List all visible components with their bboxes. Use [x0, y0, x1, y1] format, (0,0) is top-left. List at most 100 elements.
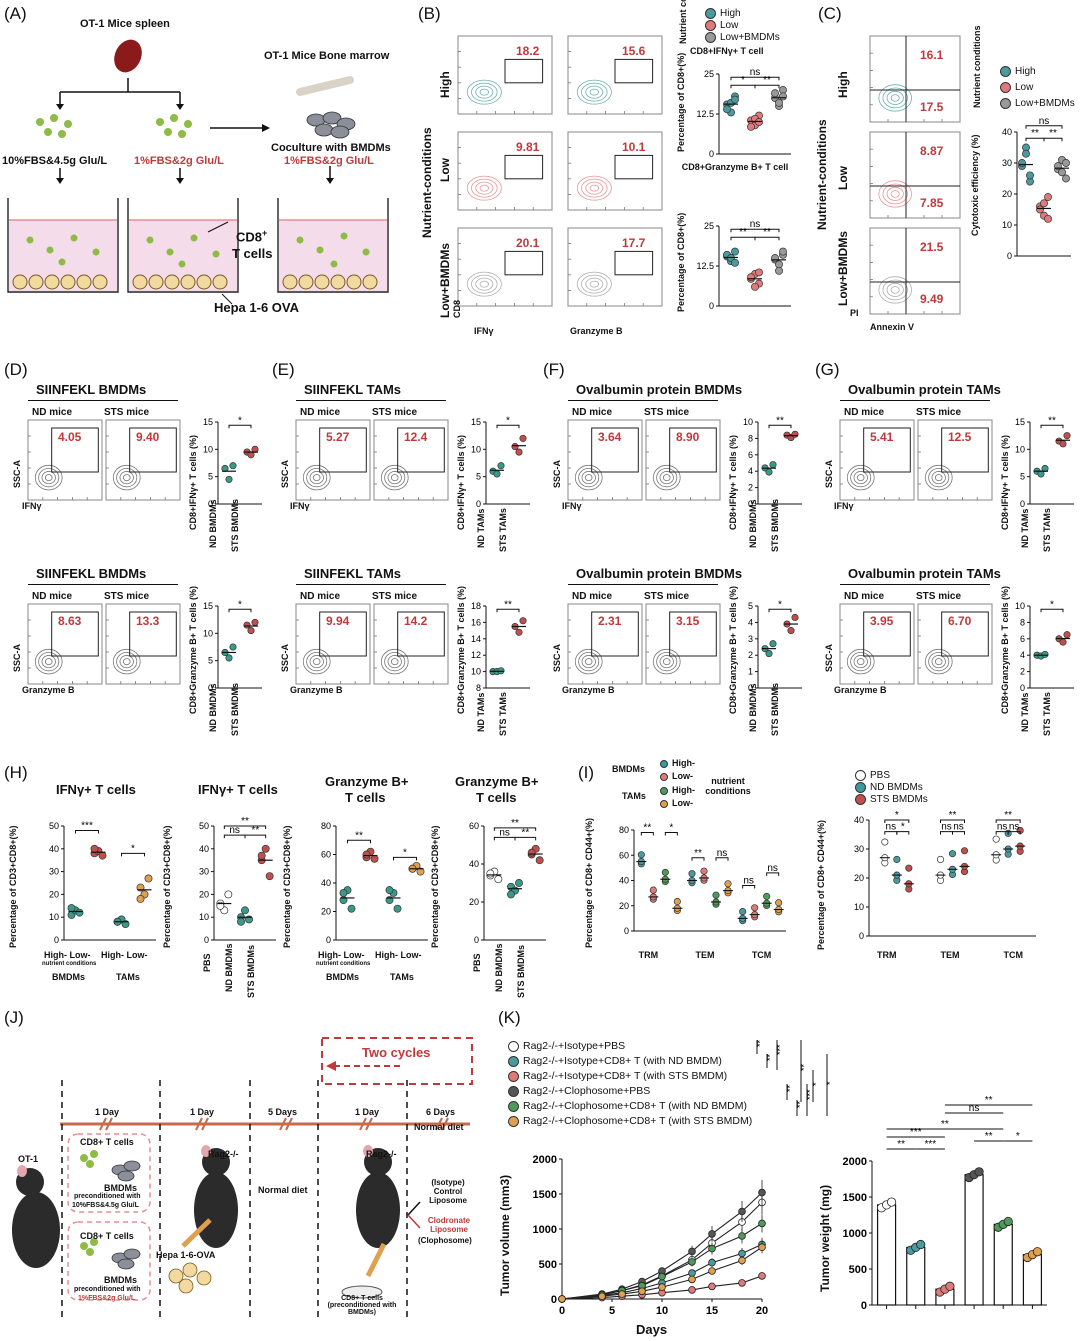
data-point [948, 850, 957, 858]
c-flow-0 [869, 35, 961, 123]
flow-title-6: Ovalbumin protein BMDMs [576, 566, 743, 581]
flow-plot-b-0 [105, 419, 181, 501]
k-legend-text-1: Rag2-/-+Isotype+CD8+ T (with ND BMDM) [523, 1055, 722, 1067]
significance-label: ** [251, 825, 259, 836]
significance-label: ** [985, 1095, 993, 1106]
i-leg-nc: nutrient conditions [705, 776, 751, 796]
flow-val-b-0: 9.40 [136, 430, 160, 444]
flow-title-rule-3 [840, 400, 990, 401]
ytick-label: 6 [748, 450, 753, 460]
j-normal2: Normal diet [414, 1122, 464, 1132]
c-val-bot-2: 9.49 [920, 292, 944, 306]
data-point [791, 613, 799, 622]
data-point [763, 892, 771, 900]
significance-label: * [1016, 1131, 1020, 1142]
significance-label: * [506, 415, 510, 426]
k-legend-item-4: Rag2-/-+Clophosome+CD8+ T (with ND BMDM) [508, 1100, 747, 1112]
ytick-label: 0 [474, 935, 479, 945]
flow-x-0: IFNγ [22, 501, 42, 511]
flow-a-label-2: ND mice [572, 407, 613, 418]
significance-label: ** [739, 227, 747, 238]
data-point [747, 122, 755, 131]
k-sig-label: ** [765, 1053, 775, 1061]
significance-label: * [778, 599, 782, 610]
flow-b-label-6: STS mice [644, 591, 690, 602]
data-point [385, 886, 394, 895]
data-point [791, 430, 799, 438]
i-leg-bmdms: BMDMs [612, 764, 645, 774]
flow-plot-b-3 [917, 419, 993, 501]
k-sig-label: * [825, 1081, 835, 1085]
significance-label: * [895, 810, 899, 821]
k-ylab2: Tumor weight (mg) [818, 1184, 832, 1292]
j-bmdms-1: BMDMs [104, 1183, 137, 1193]
ytick-label: 0 [1007, 251, 1012, 261]
flow-val-b-6: 3.15 [676, 614, 700, 628]
xtick-label: 20 [756, 1305, 768, 1317]
significance-label: ** [1049, 128, 1057, 139]
ytick-label: 0 [1020, 499, 1025, 509]
flow-b-label-2: STS mice [644, 407, 690, 418]
series-point [688, 1258, 696, 1266]
panel-label-k: (K) [498, 1008, 521, 1027]
significance-label: ns [886, 822, 897, 833]
j-cd8pre: CD8+ T cells (preconditioned with BMDMs) [327, 1295, 397, 1316]
ytick-label: 10 [203, 628, 213, 638]
data-point [339, 889, 348, 897]
i-leg-hl0: High- [660, 758, 695, 768]
b-val-gzb-1: 10.1 [622, 140, 646, 154]
flow-x-2: IFNγ [562, 501, 582, 511]
j-pre2: preconditioned with [74, 1286, 141, 1293]
j-hepa: Hepa 1-6-OVA [156, 1250, 216, 1260]
series-point [758, 1188, 766, 1197]
i-leg-hl0-text: High- [672, 758, 695, 768]
data-point [779, 92, 787, 101]
i-ylab2: Percentage of CD8+ CD44+(%) [816, 819, 826, 950]
series-point [688, 1275, 696, 1284]
xtick-label: 15 [706, 1305, 718, 1317]
data-point [765, 650, 773, 658]
j-day4: 1 Day [355, 1107, 380, 1117]
ytick-label: 0 [54, 935, 59, 945]
h3-hl: High- Low- High- Low- [318, 950, 422, 960]
i2-cat-trm: TRM [877, 950, 897, 960]
panel-label-b: (B) [418, 4, 441, 23]
data-point [511, 443, 519, 451]
ytick-label: 40 [469, 859, 479, 869]
data-point [241, 906, 249, 915]
bonemarrow-label: OT-1 Mice Bone marrow [264, 50, 390, 62]
flow-y-4: SSC-A [12, 643, 22, 672]
ytick-label: 30 [854, 844, 864, 854]
ytick-label: 2000 [843, 1156, 867, 1168]
ytick-label: 5 [1020, 472, 1025, 482]
c-flow-2 [869, 227, 961, 315]
data-point [751, 282, 759, 291]
h-ylab1: Percentage of CD3+CD8+(%) [8, 825, 18, 948]
ytick-label: 0 [861, 1300, 867, 1312]
b-legend-lowbmdm: Low+BMDMs [705, 32, 780, 43]
h-title3b: T cells [345, 790, 386, 805]
ytick-label: 5 [208, 656, 213, 666]
c-val-top-1: 8.87 [920, 144, 944, 158]
xtick-label: 5 [609, 1305, 615, 1317]
h3-high: High- [318, 950, 341, 960]
significance-label: ns [229, 825, 240, 836]
i-ylab1: Percentage of CD8+ CD44+(%) [584, 817, 594, 948]
k-legend-item-5: Rag2-/-+Clophosome+CD8+ T (with STS BMDM… [508, 1115, 752, 1127]
significance-label: ** [949, 810, 957, 821]
data-point [649, 886, 657, 894]
ytick-label: 50 [199, 821, 209, 831]
data-point [1062, 159, 1070, 167]
data-point [712, 891, 720, 899]
data-point [1026, 171, 1034, 180]
ytick-label: 4 [748, 617, 753, 627]
ytick-label: 14 [471, 634, 481, 644]
data-point [237, 917, 245, 926]
bar-point [1032, 1247, 1043, 1257]
ytick-label: 6 [1020, 634, 1025, 644]
